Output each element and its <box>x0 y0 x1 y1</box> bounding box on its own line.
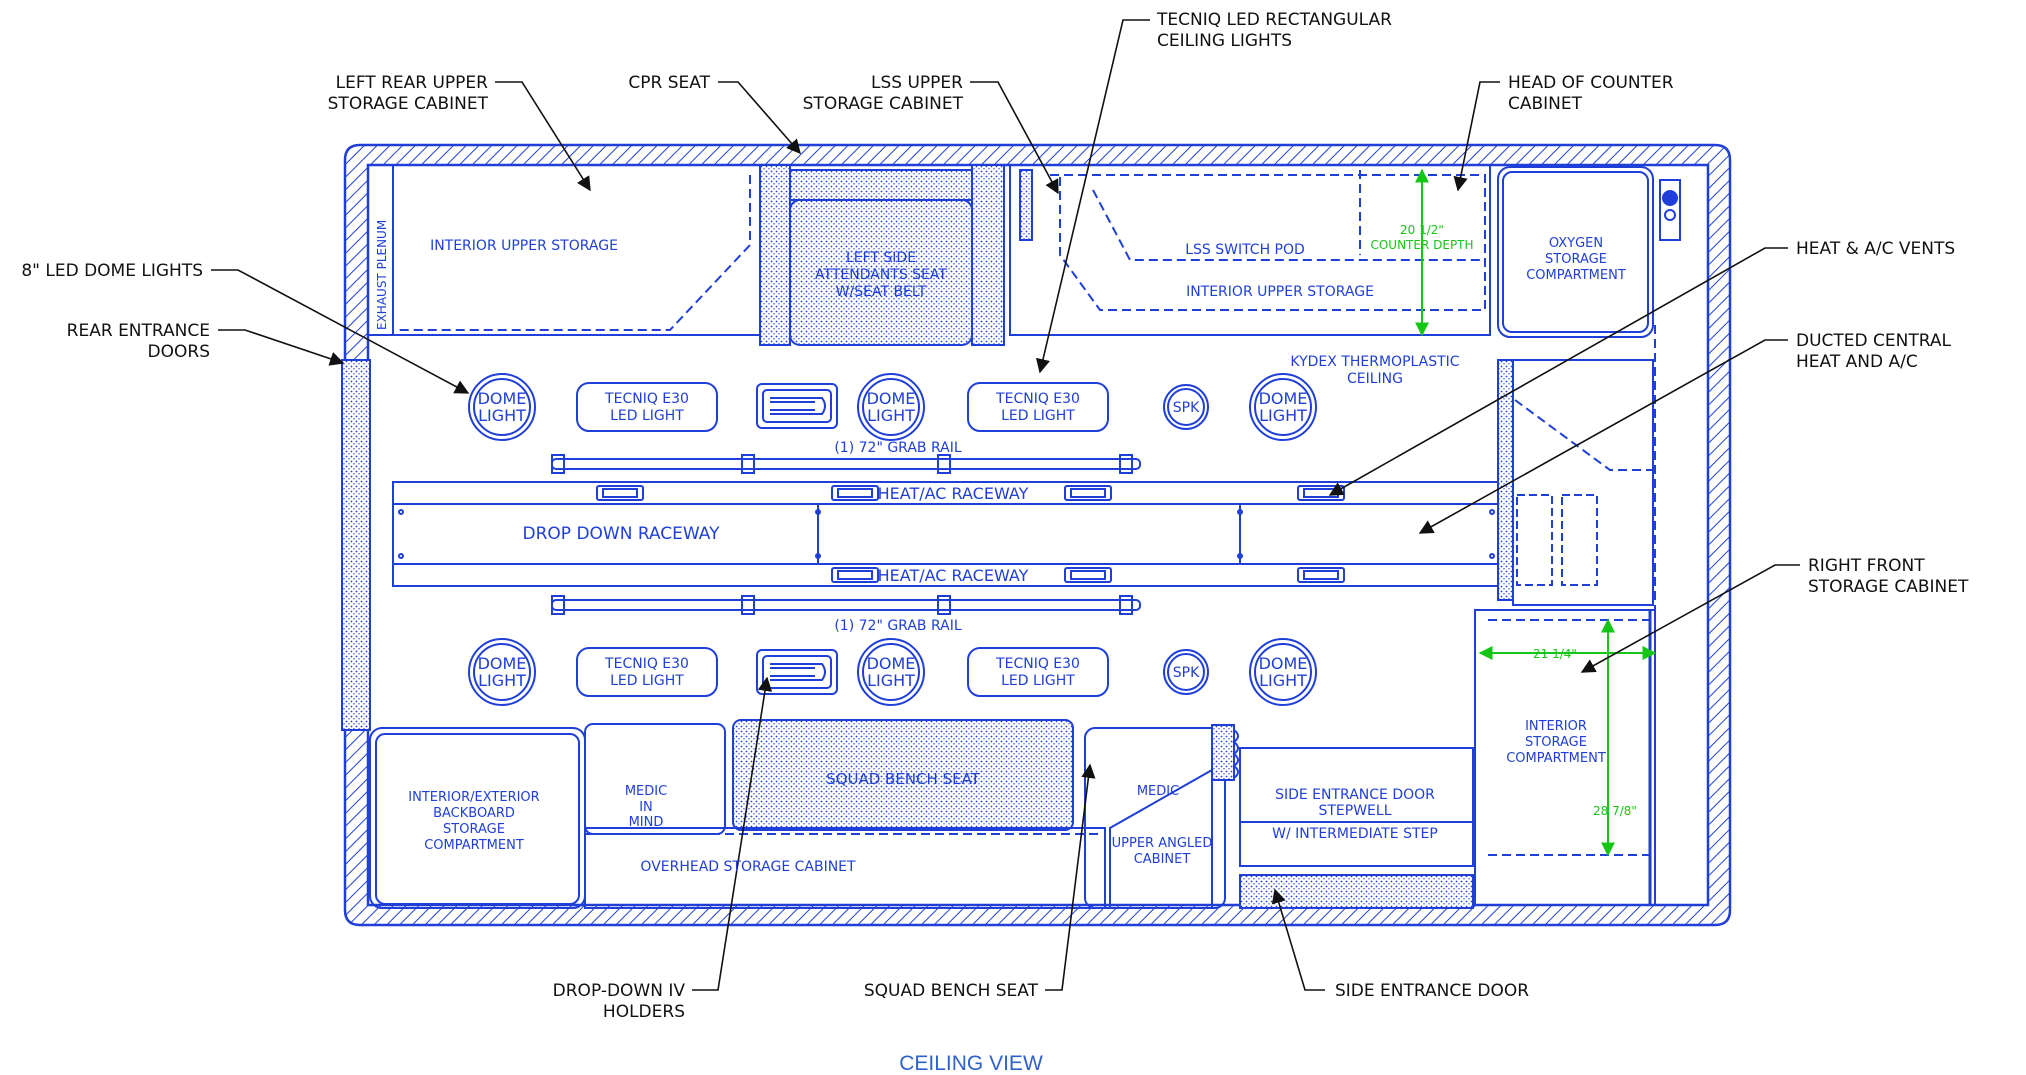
intermediate-step-label: W/ INTERMEDIATE STEP <box>1272 826 1438 842</box>
rear-door-seal <box>341 359 371 731</box>
dim-21-quarter: 21 1/4" <box>1533 647 1577 661</box>
side-door-stepwell-1: SIDE ENTRANCE DOOR <box>1275 787 1435 803</box>
dome-light-label: DOME <box>1259 389 1308 408</box>
callout-heat-ac-vents: HEAT & A/C VENTS <box>1796 239 1955 259</box>
callout-squad-bench: SQUAD BENCH SEAT <box>864 981 1039 1001</box>
drop-down-raceway-label: DROP DOWN RACEWAY <box>523 524 721 544</box>
lss-switch-pod-label: LSS SWITCH POD <box>1185 242 1305 258</box>
heat-ac-raceway-label: HEAT/AC RACEWAY <box>878 484 1029 503</box>
callout-head-counter-1: HEAD OF COUNTER <box>1508 73 1674 93</box>
squad-bench-seat-label: SQUAD BENCH SEAT <box>826 770 980 788</box>
left-side-seat-3: W/SEAT BELT <box>836 284 927 300</box>
callout-right-front-1: RIGHT FRONT <box>1808 556 1925 576</box>
callout-lss-upper-1: LSS UPPER <box>871 73 963 93</box>
oxygen-label-3: COMPARTMENT <box>1526 268 1626 283</box>
top-row <box>367 164 1681 346</box>
backboard-label-2: BACKBOARD <box>433 806 515 821</box>
dome-light-label: DOME <box>867 389 916 408</box>
tecniq-e30-label: TECNIQ E30 <box>604 656 689 672</box>
callout-labels: LEFT REAR UPPER STORAGE CABINET CPR SEAT… <box>21 10 1969 1022</box>
callout-left-rear-upper-2: STORAGE CABINET <box>328 94 489 114</box>
medic-label: MEDIC <box>1137 784 1179 799</box>
drawing-labels: EXHAUST PLENUM INTERIOR UPPER STORAGE LE… <box>375 220 1626 875</box>
dome-light-label: DOME <box>478 654 527 673</box>
right-side <box>1474 325 1656 906</box>
callout-leaders <box>211 19 1800 991</box>
upper-angled-1: UPPER ANGLED <box>1112 836 1213 851</box>
dome-light-label: LIGHT <box>478 671 526 690</box>
medic-in-mind-2: IN <box>639 800 653 815</box>
upper-angled-2: CABINET <box>1134 852 1191 867</box>
backboard-label-1: INTERIOR/EXTERIOR <box>408 790 539 805</box>
backboard-label-3: STORAGE <box>443 822 505 837</box>
heat-ac-vents <box>596 485 1345 583</box>
callout-head-counter-2: CABINET <box>1508 94 1583 114</box>
dome-light-label: DOME <box>1259 654 1308 673</box>
callout-left-rear-upper-1: LEFT REAR UPPER <box>336 73 489 93</box>
dimension-labels: 20 1/2" COUNTER DEPTH 21 1/4" 28 7/8" <box>1370 223 1636 818</box>
dome-light-label: LIGHT <box>867 406 915 425</box>
grab-rail-label: (1) 72" GRAB RAIL <box>834 618 961 634</box>
counter-depth-dim-1: 20 1/2" <box>1400 223 1444 237</box>
kydex-label-2: CEILING <box>1347 371 1403 387</box>
callout-lss-upper-2: STORAGE CABINET <box>803 94 964 114</box>
medic-in-mind-1: MEDIC <box>625 784 667 799</box>
spk-label: SPK <box>1173 400 1200 416</box>
exhaust-plenum-label: EXHAUST PLENUM <box>375 220 389 330</box>
callout-side-entrance: SIDE ENTRANCE DOOR <box>1335 981 1529 1001</box>
dome-light-label: LIGHT <box>1259 406 1307 425</box>
callout-drop-down-iv-2: HOLDERS <box>603 1002 685 1022</box>
callout-tecniq-rect-2: CEILING LIGHTS <box>1157 31 1292 51</box>
callout-cpr-seat: CPR SEAT <box>628 73 710 93</box>
counter-depth-dim-2: COUNTER DEPTH <box>1370 238 1473 252</box>
light-fixtures <box>468 373 1317 706</box>
left-side-seat-2: ATTENDANTS SEAT <box>815 267 947 283</box>
left-side-seat-1: LEFT SIDE <box>846 250 916 266</box>
spk-label: SPK <box>1173 665 1200 681</box>
interior-storage-comp-3: COMPARTMENT <box>1506 751 1606 766</box>
dimension-lines <box>1415 168 1657 857</box>
medic-in-mind-3: MIND <box>629 815 664 830</box>
callout-rear-entrance-2: DOORS <box>148 342 210 362</box>
callout-dome-lights: 8" LED DOME LIGHTS <box>21 261 203 281</box>
interior-upper-storage-2-label: INTERIOR UPPER STORAGE <box>1186 284 1374 300</box>
tecniq-e30-label: LED LIGHT <box>1001 408 1075 424</box>
backboard-label-4: COMPARTMENT <box>424 838 524 853</box>
dome-light-label: DOME <box>867 654 916 673</box>
tecniq-e30-label: TECNIQ E30 <box>604 391 689 407</box>
interior-storage-comp-2: STORAGE <box>1525 735 1587 750</box>
side-door-stepwell-2: STEPWELL <box>1318 803 1391 819</box>
tecniq-e30-label: LED LIGHT <box>1001 673 1075 689</box>
bottom-row <box>369 719 1474 909</box>
callout-ducted-central-2: HEAT AND A/C <box>1796 352 1918 372</box>
oxygen-label-2: STORAGE <box>1545 252 1607 267</box>
heat-ac-raceway-label: HEAT/AC RACEWAY <box>878 566 1029 585</box>
tecniq-e30-label: TECNIQ E30 <box>995 656 1080 672</box>
drawing-title: CEILING VIEW <box>899 1052 1043 1075</box>
tecniq-e30-label: LED LIGHT <box>610 673 684 689</box>
callout-drop-down-iv-1: DROP-DOWN IV <box>553 981 686 1001</box>
grab-rail-label: (1) 72" GRAB RAIL <box>834 440 961 456</box>
dome-light-label: LIGHT <box>867 671 915 690</box>
overhead-storage-label: OVERHEAD STORAGE CABINET <box>640 859 856 875</box>
callout-tecniq-rect-1: TECNIQ LED RECTANGULAR <box>1156 10 1392 30</box>
callout-ducted-central-1: DUCTED CENTRAL <box>1796 331 1951 351</box>
interior-storage-comp-1: INTERIOR <box>1525 719 1587 734</box>
callout-rear-entrance-1: REAR ENTRANCE <box>67 321 210 341</box>
dome-light-label: DOME <box>478 389 527 408</box>
dome-light-label: LIGHT <box>1259 671 1307 690</box>
callout-right-front-2: STORAGE CABINET <box>1808 577 1969 597</box>
tecniq-e30-label: LED LIGHT <box>610 408 684 424</box>
dim-28-7-8: 28 7/8" <box>1593 804 1637 818</box>
kydex-label-1: KYDEX THERMOPLASTIC <box>1290 354 1459 370</box>
oxygen-label-1: OXYGEN <box>1549 236 1603 251</box>
tecniq-e30-label: TECNIQ E30 <box>995 391 1080 407</box>
dome-light-label: LIGHT <box>478 406 526 425</box>
interior-upper-storage-label: INTERIOR UPPER STORAGE <box>430 238 618 254</box>
